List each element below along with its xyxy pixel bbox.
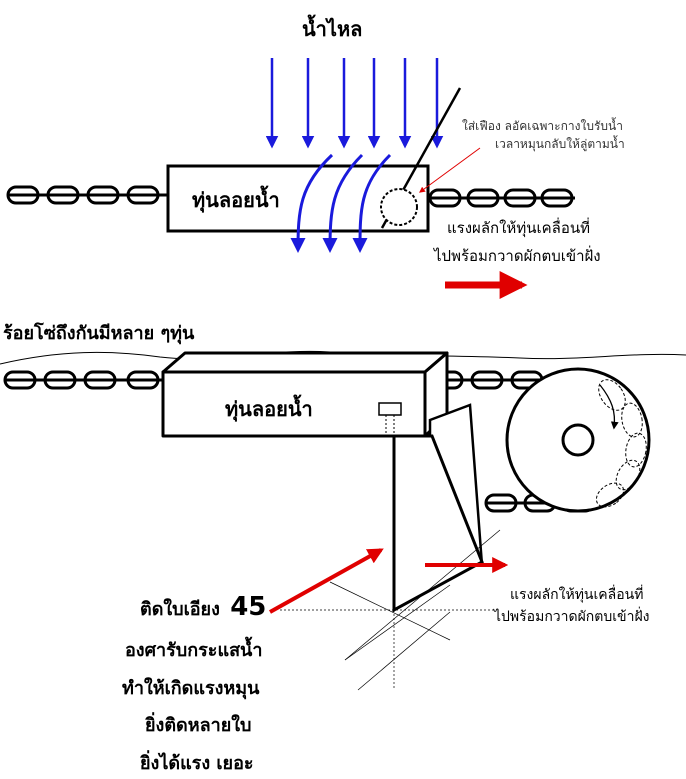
- bottom-float-label: ทุ่นลอยน้ำ: [225, 397, 313, 421]
- bottom-force-line2: ไปพร้อมกวาดผักตบเข้าฝั่ง: [494, 609, 650, 625]
- chain-caption: ร้อยโซ่ถึงกันมีหลาย ๆทุ่น: [3, 323, 195, 344]
- gear-circle: [380, 188, 418, 226]
- top-force-line2: ไปพร้อมกวาดผักตบเข้าฝั่ง: [434, 247, 601, 265]
- flow-arrows-curved: [290, 153, 392, 253]
- gear-note-leader: [419, 147, 481, 193]
- blade-caption-line5: ยิ่งได้แรง เยอะ: [140, 753, 254, 774]
- gear-bolt: [378, 402, 402, 436]
- angle-guide-lines: [280, 529, 501, 691]
- blade-caption-line1: ติดใบเอียง 45: [140, 592, 266, 623]
- gear-note-line2: เวลาหมุนกลับให้ลู่ตามน้ำ: [495, 137, 625, 151]
- top-float-label: ทุ่นลอยน้ำ: [192, 188, 280, 212]
- blade-caption-angle: 45: [230, 592, 267, 622]
- flow-title: น้ำไหล: [302, 17, 363, 41]
- blade-caption-line2: องศารับกระแสน้ำ: [125, 640, 263, 661]
- blade-caption-text: ติดใบเอียง: [140, 599, 220, 620]
- top-right-chain: [428, 188, 575, 208]
- blade-caption-line4: ยิ่งติดหลายใบ: [145, 715, 252, 736]
- bottom-force-line1: แรงผลักให้ทุ่นเคลื่อนที่: [510, 587, 644, 603]
- top-force-line1: แรงผลักให้ทุ่นเคลื่อนที่: [447, 219, 590, 237]
- paddle-wheel: [505, 367, 651, 513]
- top-left-chain: [6, 185, 168, 205]
- blade-incoming-arrow: [269, 548, 384, 614]
- flow-arrows-incoming: [265, 58, 444, 149]
- bottom-left-chain: [3, 370, 165, 390]
- gear-note-line1: ใส่เฟือง ลอัคเฉพาะกางใบรับน้ำ: [462, 119, 623, 133]
- blade-caption-line3: ทำให้เกิดแรงหมุน: [122, 678, 260, 699]
